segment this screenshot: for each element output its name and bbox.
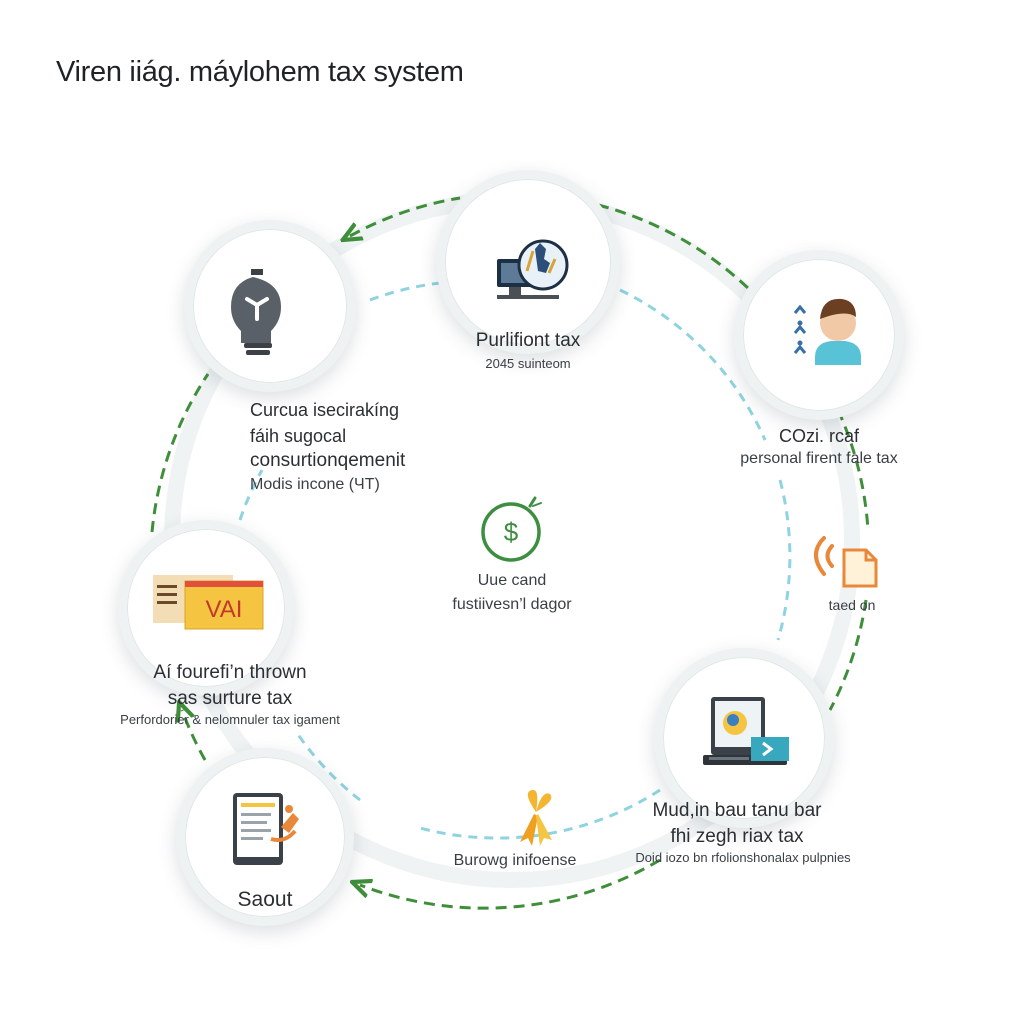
node-top-left-line3: consurtionqemenit	[250, 450, 406, 471]
node-bottom-mid-caption: Burowg inifoense	[453, 852, 577, 869]
inner-dash-5	[293, 729, 361, 802]
node-top-left-line2: fáih sugocal	[250, 426, 347, 446]
node-bottom-left	[176, 748, 354, 926]
inner-dash-4	[419, 788, 661, 840]
person-icon	[793, 298, 861, 365]
ribbon-icon	[520, 789, 552, 846]
node-left-line1: Aí fourefi’n thrown	[153, 662, 307, 683]
center-label-line2: fustiivesn’l dagor	[452, 596, 572, 613]
node-right-bottom-line2: fhi zegh riax tax	[670, 826, 804, 847]
svg-text:$: $	[504, 517, 519, 547]
center-label-line1: Uue cand	[477, 572, 547, 589]
laptop-icon	[703, 697, 789, 765]
page-title: Viren iiág. máylohem tax system	[56, 56, 464, 88]
dollar-coin-icon: $	[481, 496, 542, 562]
node-left-line3: Perfordorier & nelomnuler tax igament	[120, 712, 340, 727]
node-top-title: Purlifiont tax	[475, 330, 581, 351]
node-left: VAI	[118, 520, 294, 696]
node-right-bottom-line3: Doid iozo bn rfolionshonalax pulpnies	[635, 850, 851, 865]
node-left-line2: sas surture tax	[167, 688, 293, 709]
node-right-top-title: COzi. rcaf	[778, 426, 859, 446]
vat-cards-icon: VAI	[153, 575, 264, 630]
arrow-arc-top-left	[350, 196, 461, 236]
node-right-top	[734, 250, 904, 420]
node-top-left-line1: Curcua isecirakíng	[250, 400, 400, 420]
inner-dash-3	[776, 479, 792, 641]
node-top-left-line4: Modis incone (ЧT)	[250, 476, 380, 493]
node-right-mid-caption: taed on	[828, 597, 876, 613]
lightbulb-icon	[231, 269, 281, 355]
node-right-bottom	[654, 648, 834, 828]
arrow-arc-top-right	[597, 203, 754, 294]
arrow-arc-bottom	[360, 858, 661, 910]
inner-dash-6	[238, 469, 264, 521]
vat-badge-text: VAI	[206, 596, 243, 623]
node-top-left	[184, 220, 356, 392]
inner-dash-1	[369, 281, 441, 302]
monitor-globe-icon	[497, 239, 569, 299]
wireless-document-icon	[814, 536, 878, 588]
arrow-arc-left-lower	[182, 710, 207, 761]
node-top	[436, 170, 620, 354]
node-bottom-left-caption: Saout	[237, 888, 293, 911]
node-right-top-subtitle: personal firent fale tax	[740, 450, 898, 467]
node-right-bottom-line1: Mud,in bau tanu bar	[652, 800, 822, 821]
arrow-arc-right-lower	[828, 599, 868, 711]
node-top-subtitle: 2045 suinteom	[485, 356, 571, 371]
tablet-document-icon	[233, 793, 299, 865]
arrow-arc-left-upper	[150, 373, 210, 533]
arrow-arc-right-upper	[836, 409, 870, 531]
